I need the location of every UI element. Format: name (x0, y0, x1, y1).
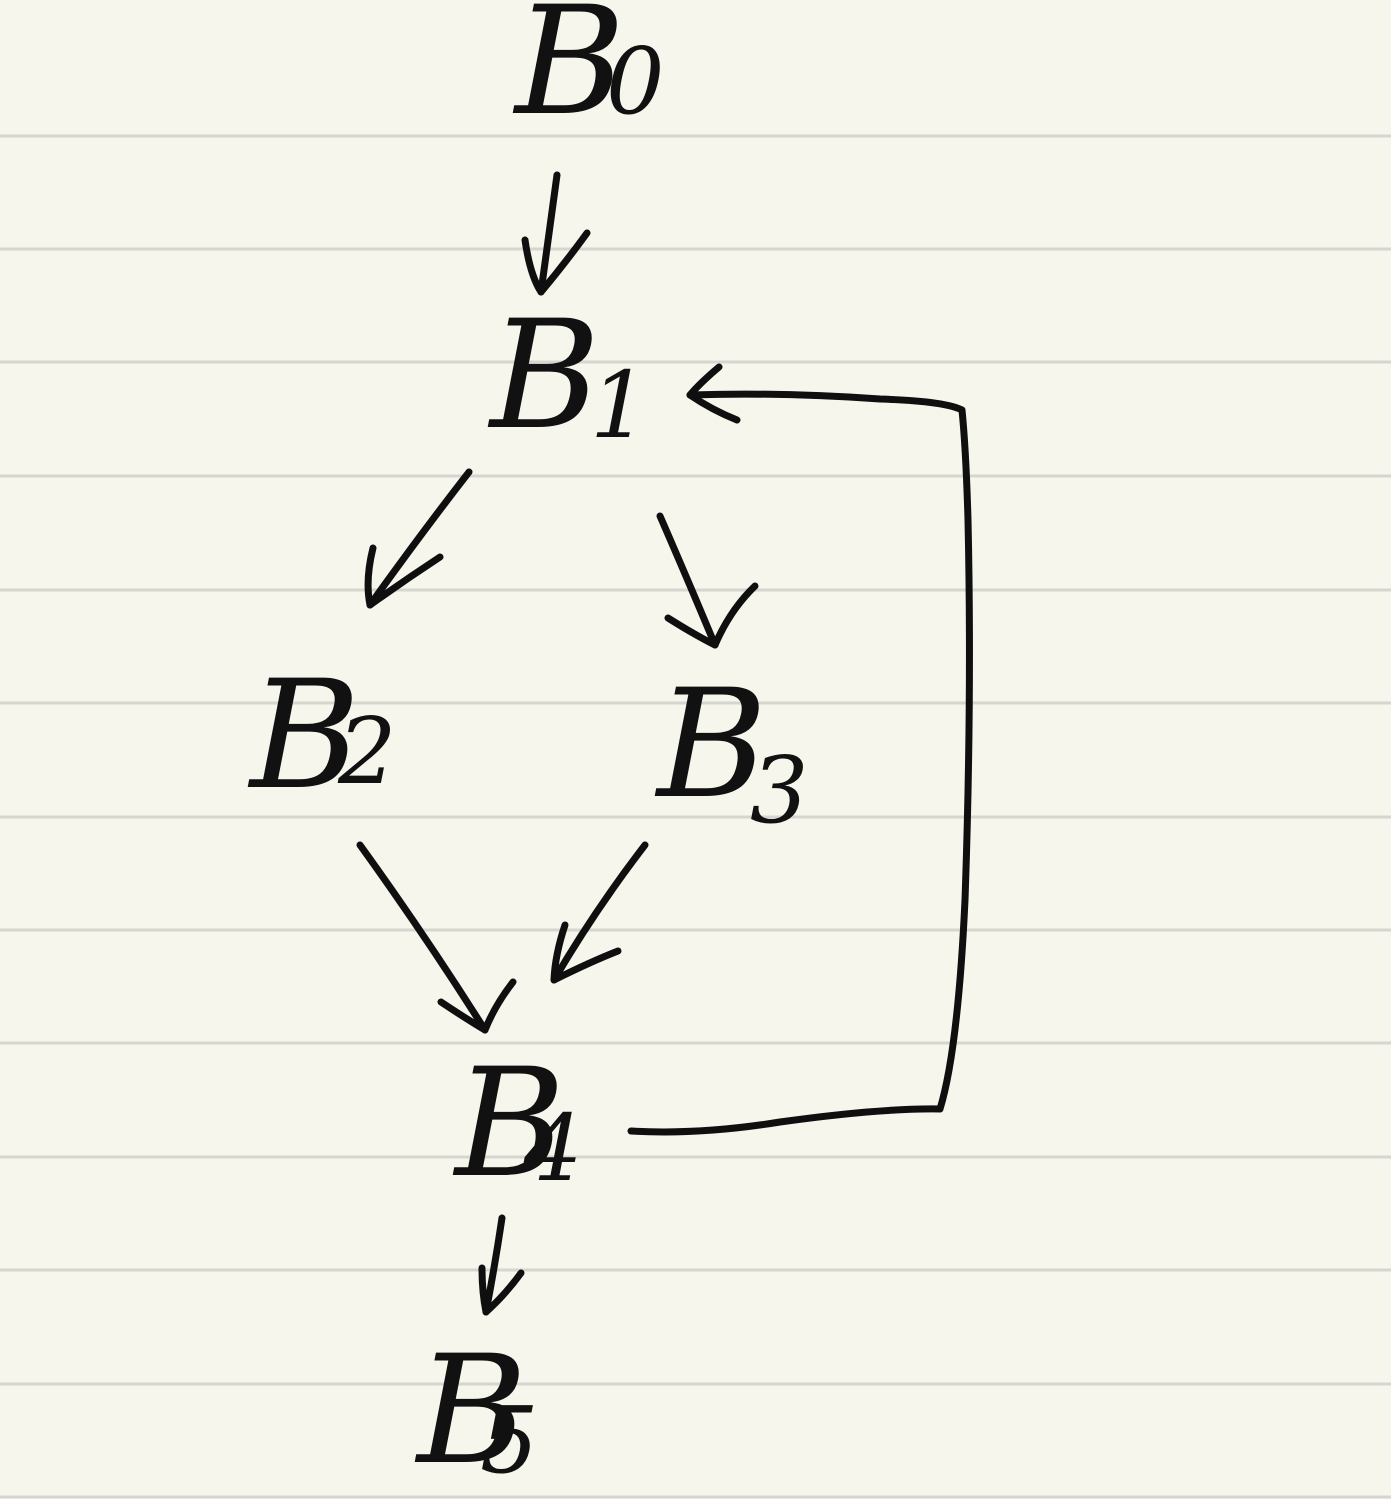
edge-b2-b4-arrowhead (437, 978, 517, 1034)
edge-b4-b1-arrowhead (686, 363, 741, 424)
edge-b0-b1-line (537, 171, 561, 296)
node-b5: B 5 (414, 1324, 539, 1498)
node-b0: B 0 (512, 0, 665, 149)
node-b5-letter: B (414, 1324, 527, 1498)
edge-b3-b4-line (550, 841, 649, 984)
edge-b1-b3-line (656, 512, 719, 649)
node-b1-subscript: 1 (590, 352, 649, 459)
node-b2: B 2 (247, 649, 397, 823)
edge-b0-b1 (521, 171, 591, 296)
edge-b4-b1-loop (627, 363, 973, 1136)
node-b2-subscript: 2 (337, 698, 397, 805)
node-b4-subscript: 4 (523, 1095, 583, 1202)
node-b3-subscript: 3 (750, 737, 809, 844)
node-b5-subscript: 5 (480, 1387, 539, 1494)
node-b1: B 1 (487, 289, 649, 463)
node-b2-letter: B (247, 649, 360, 823)
edge-b4-b1-line (627, 390, 973, 1136)
node-b3: B 3 (654, 658, 809, 844)
edge-b1-b2-arrowhead (364, 544, 444, 609)
edge-b1-b2 (364, 468, 473, 609)
edge-b3-b4-arrowhead (550, 921, 622, 984)
edge-b2-b4-line (356, 841, 489, 1034)
edge-b1-b3 (656, 512, 759, 649)
node-b3-letter: B (654, 658, 767, 832)
node-b4-letter: B (452, 1037, 565, 1211)
edge-b1-b3-arrowhead (664, 582, 759, 649)
edge-b2-b4 (356, 841, 517, 1034)
edge-b0-b1-arrowhead (521, 229, 591, 296)
edge-b4-b5 (478, 1214, 525, 1316)
node-b0-subscript: 0 (606, 28, 665, 135)
edge-b3-b4 (550, 841, 649, 984)
edge-b1-b2-line (366, 468, 473, 609)
node-b1-letter: B (487, 289, 600, 463)
node-b4: B 4 (452, 1037, 583, 1211)
edge-b4-b5-arrowhead (478, 1264, 525, 1316)
node-b0-letter: B (512, 0, 625, 149)
